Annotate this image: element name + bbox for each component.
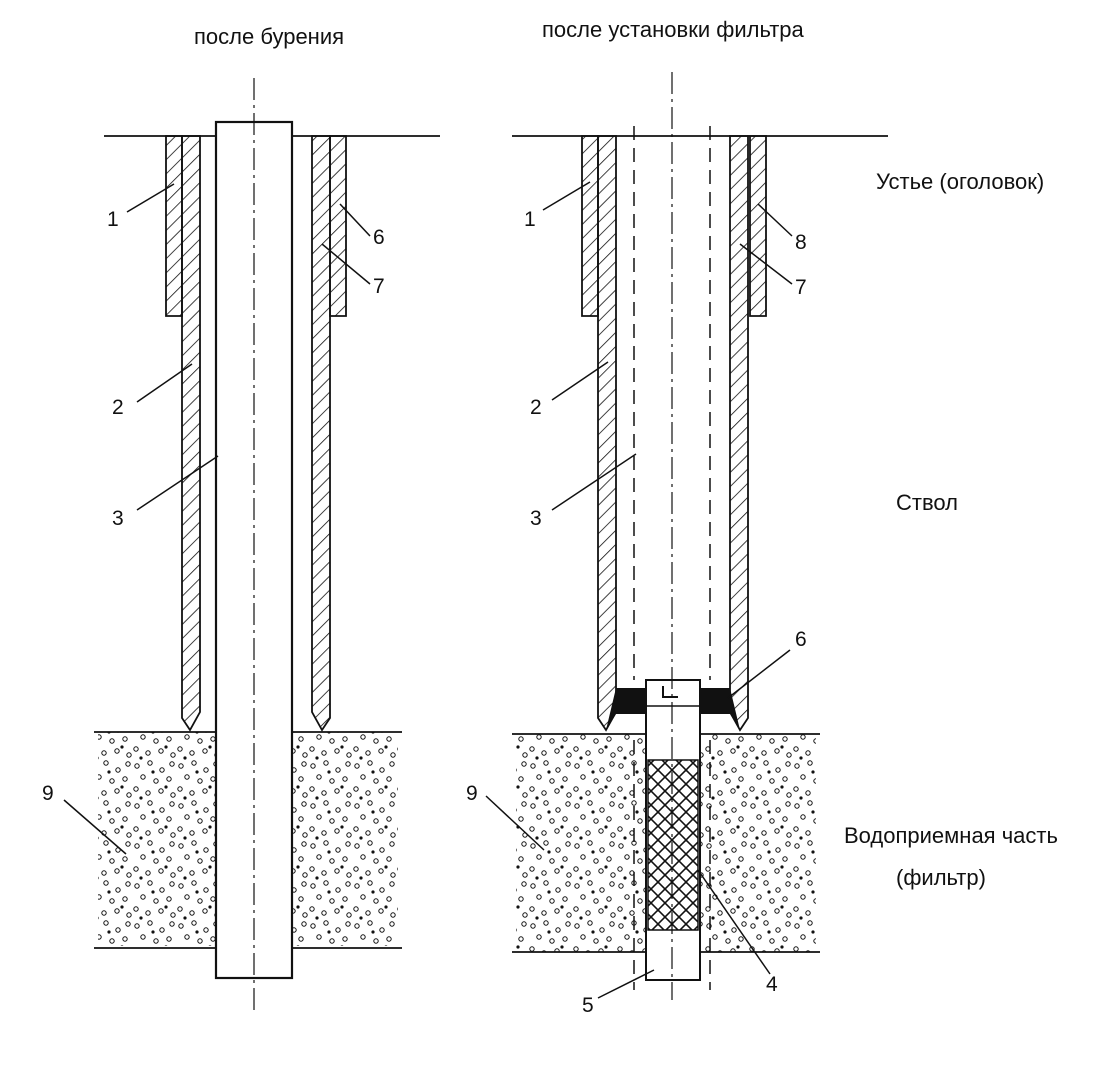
left-label-3: 3 [112, 507, 124, 530]
right-packer-right [700, 688, 740, 730]
zone-intake-label: Водоприемная часть [844, 823, 1058, 848]
right-label-5: 5 [582, 994, 594, 1017]
right-filter-hook [662, 686, 678, 698]
right-label-8: 8 [795, 231, 807, 254]
title-after-filter: после установки фильтра [542, 17, 805, 42]
left-casing-wall-left [181, 135, 201, 732]
left-conductor-wall-left [165, 135, 183, 317]
right-casing-wall-right [729, 135, 749, 732]
left-aquifer-sand-right [292, 732, 398, 946]
right-label-4: 4 [766, 973, 778, 996]
left-label-7: 7 [373, 275, 385, 298]
right-packer-left [606, 688, 646, 730]
right-conductor-wall-left [581, 135, 599, 317]
right-label-2: 2 [530, 396, 542, 419]
zone-mouth-label: Устье (оголовок) [876, 169, 1044, 194]
right-label-1: 1 [524, 208, 536, 231]
left-well: 1 2 3 6 7 9 [42, 78, 440, 1010]
right-aquifer-sand-right [700, 734, 816, 952]
zone-filter-label: (фильтр) [896, 865, 986, 890]
right-filter-mesh [647, 759, 699, 931]
left-label-1: 1 [107, 208, 119, 231]
left-conductor-wall-right [329, 135, 347, 317]
title-after-drilling: после бурения [194, 24, 344, 49]
right-label-3: 3 [530, 507, 542, 530]
left-label-9: 9 [42, 782, 54, 805]
zone-shaft-label: Ствол [896, 490, 958, 515]
right-well: 1 2 3 8 7 6 9 4 5 [466, 72, 888, 1017]
right-casing-wall-left [597, 135, 617, 732]
left-label-6: 6 [373, 226, 385, 249]
right-label-9: 9 [466, 782, 478, 805]
right-label-6: 6 [795, 628, 807, 651]
left-casing-wall-right [311, 135, 331, 732]
right-label-7: 7 [795, 276, 807, 299]
left-label-2: 2 [112, 396, 124, 419]
right-aquifer-sand-left [516, 734, 646, 952]
left-aquifer-sand-left [98, 732, 216, 946]
right-conductor-wall-right [749, 135, 767, 317]
